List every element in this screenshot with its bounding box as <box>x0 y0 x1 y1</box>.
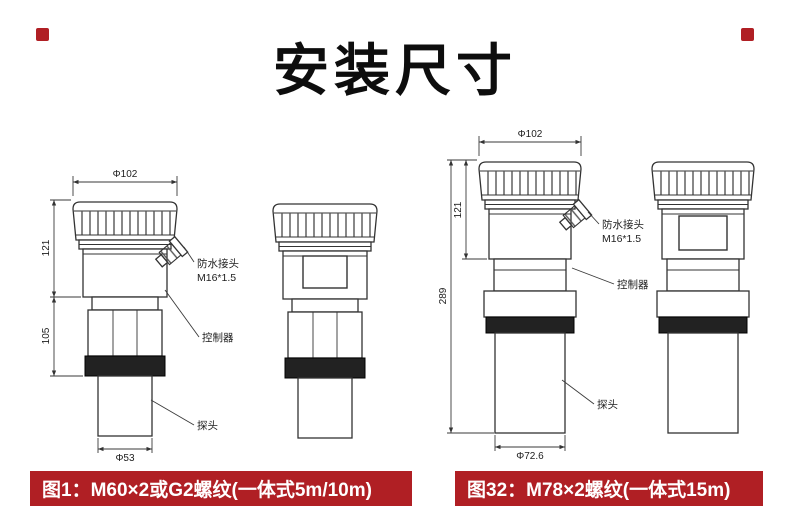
fig32-dim-top-diameter: Φ102 <box>518 129 543 140</box>
fig1-height-dimensions: 121 105 <box>41 199 83 377</box>
sensor-drawing <box>478 161 582 434</box>
fig32-part-labels: 防水接头 M16*1.5 控制器 探头 <box>561 211 649 411</box>
fig32-top-diameter-dimension: Φ102 <box>478 129 582 156</box>
corner-decoration-left <box>36 28 49 41</box>
fig32-probe-diameter-dimension: Φ72.6 <box>494 435 566 462</box>
fig32-probe-label: 探头 <box>597 398 618 411</box>
fig1-dim-top-diameter: Φ102 <box>113 169 138 180</box>
fig1-controller-label: 控制器 <box>202 331 234 344</box>
figure1-caption-banner: 图1：M60×2或G2螺纹(一体式5m/10m) <box>30 471 412 506</box>
figure32-sensor-plain <box>651 161 755 434</box>
corner-decoration-right <box>741 28 754 41</box>
fig1-probe-diameter-dimension: Φ53 <box>97 438 153 464</box>
fig32-dim-total-height: 289 <box>438 287 449 304</box>
sensor-drawing <box>72 201 178 437</box>
fig32-height-dimensions: 121 289 <box>438 159 494 434</box>
fig32-controller-label: 控制器 <box>617 278 649 291</box>
fig1-dim-lower-height: 105 <box>41 327 52 344</box>
fig32-waterproof-thread-label: M16*1.5 <box>602 233 641 245</box>
fig1-part-labels: 防水接头 M16*1.5 控制器 探头 <box>150 246 239 432</box>
figure32-caption: 图32：M78×2螺纹(一体式15m) <box>467 480 731 501</box>
figure32-caption-banner: 图32：M78×2螺纹(一体式15m) <box>455 471 763 506</box>
fig1-probe-label: 探头 <box>197 419 218 432</box>
fig32-waterproof-joint-label: 防水接头 <box>602 218 644 231</box>
fig32-dim-probe-diameter: Φ72.6 <box>516 451 544 462</box>
figure32-sensor-dimensioned: Φ102 121 289 Φ72.6 防水接头 M16*1.5 控制器 <box>438 129 649 462</box>
fig1-dim-probe-diameter: Φ53 <box>115 453 135 464</box>
fig1-waterproof-thread-label: M16*1.5 <box>197 272 236 284</box>
fig1-waterproof-joint-label: 防水接头 <box>197 257 239 270</box>
sensor-drawing <box>651 161 755 434</box>
sensor-drawing <box>272 203 378 439</box>
fig1-dim-upper-height: 121 <box>41 239 52 256</box>
page-title: 安装尺寸 <box>273 39 517 102</box>
figure1-sensor-dimensioned: Φ102 121 105 Φ53 防水接头 M16*1.5 控制器 <box>41 169 239 464</box>
fig32-dim-upper-height: 121 <box>453 201 464 218</box>
display-window <box>302 255 348 289</box>
display-window <box>678 215 728 251</box>
figure1-sensor-plain <box>272 203 378 439</box>
figure1-caption: 图1：M60×2或G2螺纹(一体式5m/10m) <box>42 480 372 501</box>
fig1-top-diameter-dimension: Φ102 <box>72 169 178 196</box>
